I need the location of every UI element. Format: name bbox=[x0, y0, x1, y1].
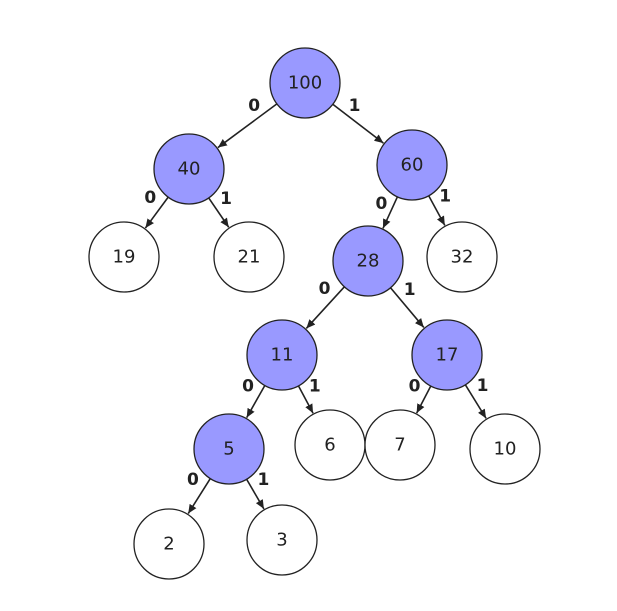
edges-layer: 0 1 0 1 0 1 0 1 0 1 0 1 0 1 bbox=[144, 96, 489, 514]
internal-node-circle bbox=[153, 133, 225, 205]
edge-label: 0 bbox=[144, 188, 156, 208]
node-label: 40 bbox=[178, 159, 201, 180]
edge-label: 1 bbox=[404, 280, 416, 300]
edge-label: 0 bbox=[409, 377, 421, 397]
node-label: 19 bbox=[113, 247, 136, 268]
node-label: 28 bbox=[357, 251, 380, 272]
node-label: 17 bbox=[436, 345, 459, 366]
edge-label: 0 bbox=[376, 194, 388, 214]
leaf-node-circle bbox=[213, 221, 285, 293]
node-10: 10 bbox=[469, 413, 541, 485]
node-60: 60 bbox=[376, 129, 448, 201]
edge-label: 0 bbox=[319, 279, 331, 299]
internal-node-circle bbox=[269, 47, 341, 119]
internal-node-circle bbox=[193, 413, 265, 485]
edge-5-3 bbox=[245, 478, 265, 510]
leaf-node-circle bbox=[133, 508, 205, 580]
edge-label: 1 bbox=[257, 470, 269, 490]
node-28: 28 bbox=[332, 225, 404, 297]
node-40: 40 bbox=[153, 133, 225, 205]
internal-node-circle bbox=[376, 129, 448, 201]
edge-28-17 bbox=[389, 287, 425, 328]
node-5: 5 bbox=[193, 413, 265, 485]
edge-label: 1 bbox=[349, 96, 361, 116]
edge-17-10 bbox=[464, 384, 487, 419]
node-3: 3 bbox=[246, 504, 318, 576]
node-label: 7 bbox=[394, 435, 405, 456]
node-label: 2 bbox=[163, 534, 174, 555]
node-6: 6 bbox=[294, 409, 366, 481]
edge-28-11 bbox=[305, 286, 345, 329]
edge-11-6 bbox=[297, 385, 314, 414]
node-11: 11 bbox=[246, 319, 318, 391]
edge-label: 1 bbox=[220, 189, 232, 209]
leaf-node-circle bbox=[469, 413, 541, 485]
node-19: 19 bbox=[88, 221, 160, 293]
leaf-node-circle bbox=[426, 221, 498, 293]
edge-40-19 bbox=[144, 196, 169, 229]
node-2: 2 bbox=[133, 508, 205, 580]
edge-60-28 bbox=[382, 196, 399, 229]
node-label: 32 bbox=[451, 247, 474, 268]
internal-node-circle bbox=[411, 319, 483, 391]
node-label: 5 bbox=[223, 439, 234, 460]
edge-5-2 bbox=[187, 478, 211, 514]
edge-label: 1 bbox=[309, 377, 321, 397]
node-label: 11 bbox=[271, 345, 294, 366]
node-17: 17 bbox=[411, 319, 483, 391]
edge-label: 0 bbox=[242, 377, 254, 397]
node-100: 100 bbox=[269, 47, 341, 119]
leaf-node-circle bbox=[88, 221, 160, 293]
edge-60-32 bbox=[428, 195, 446, 226]
internal-node-circle bbox=[246, 319, 318, 391]
node-label: 3 bbox=[276, 530, 287, 551]
edge-label: 1 bbox=[477, 376, 489, 396]
internal-node-circle bbox=[332, 225, 404, 297]
edge-11-5 bbox=[245, 385, 266, 419]
edge-17-7 bbox=[415, 385, 432, 414]
node-21: 21 bbox=[213, 221, 285, 293]
node-label: 100 bbox=[288, 73, 322, 94]
leaf-node-circle bbox=[364, 409, 436, 481]
node-label: 21 bbox=[238, 247, 261, 268]
node-label: 60 bbox=[401, 155, 424, 176]
edge-100-60 bbox=[332, 103, 384, 144]
edge-label: 1 bbox=[439, 187, 451, 207]
node-32: 32 bbox=[426, 221, 498, 293]
edge-label: 0 bbox=[248, 96, 260, 116]
edge-40-21 bbox=[208, 197, 230, 228]
node-7: 7 bbox=[364, 409, 436, 481]
node-label: 10 bbox=[494, 439, 517, 460]
edge-100-40 bbox=[217, 103, 278, 149]
leaf-node-circle bbox=[246, 504, 318, 576]
edge-label: 0 bbox=[187, 470, 199, 490]
node-label: 6 bbox=[324, 435, 335, 456]
